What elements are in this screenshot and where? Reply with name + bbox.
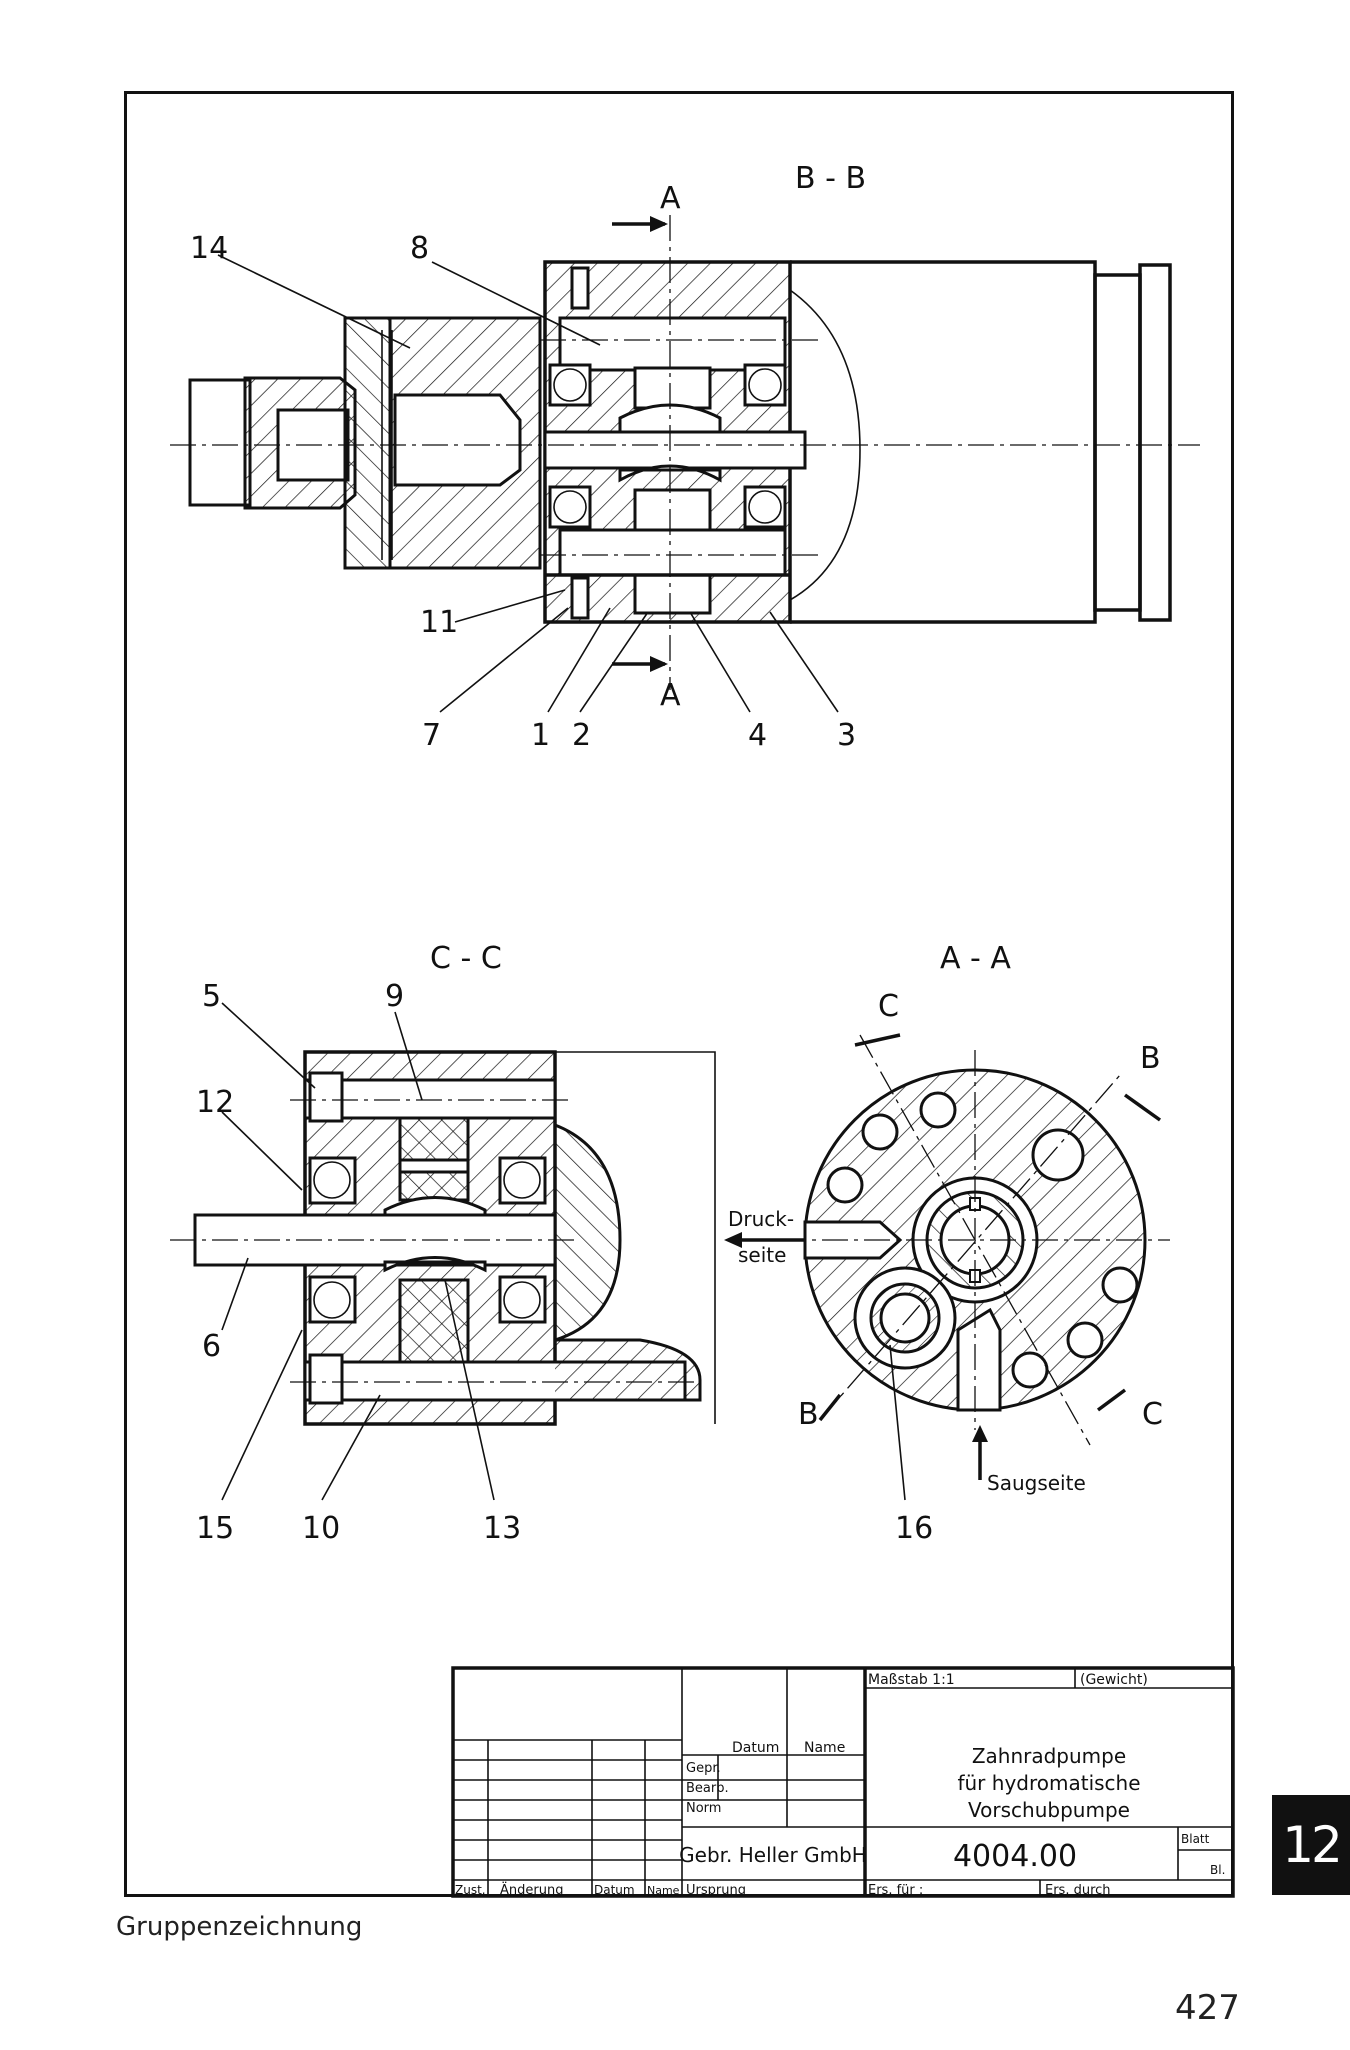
section-c-c: C - C 5 9 12 6 15 10 13 (170, 941, 716, 1546)
cut-letter-c-bottom: C (1142, 1397, 1163, 1432)
part-16: 16 (895, 1511, 933, 1546)
cut-letter-a-bottom: A (660, 678, 681, 713)
section-title-a-a: A - A (940, 941, 1011, 976)
part-15: 15 (196, 1511, 234, 1546)
part-2: 2 (572, 718, 591, 753)
part-5: 5 (202, 979, 221, 1014)
saug-label: Saugseite (987, 1471, 1086, 1495)
main-shaft-section (543, 430, 807, 470)
part-10: 10 (302, 1511, 340, 1546)
part-12: 12 (196, 1085, 234, 1120)
part-8: 8 (410, 231, 429, 266)
cut-letter-a-top: A (660, 181, 681, 216)
tb-ursprung: Ursprung (686, 1883, 746, 1898)
part-7: 7 (422, 718, 441, 753)
motor-housing (790, 260, 1097, 624)
part-14: 14 (190, 231, 228, 266)
upper-shaft-cavity (558, 316, 787, 372)
shaft-end-left (188, 378, 252, 507)
section-title-b-b: B - B (795, 161, 866, 196)
tb-name2: Name (647, 1884, 680, 1897)
section-a-a: Druck- seite Saugseite A - A C B B C 16 (724, 941, 1170, 1546)
tb-gewicht: (Gewicht) (1080, 1672, 1148, 1688)
lower-gear (633, 573, 712, 615)
cut-letter-c-top: C (878, 989, 899, 1024)
lower-shaft-cavity (558, 528, 787, 577)
part-11: 11 (420, 605, 458, 640)
tb-title-3: Vorschubpumpe (968, 1798, 1130, 1822)
druck-label-2: seite (738, 1243, 786, 1267)
page-caption: Gruppenzeichnung (116, 1912, 363, 1942)
part-6: 6 (202, 1329, 221, 1364)
part-9: 9 (385, 979, 404, 1014)
tb-title-1: Zahnradpumpe (972, 1744, 1126, 1768)
chapter-tab: 12 (1272, 1795, 1350, 1895)
tb-blatt: Blatt (1181, 1832, 1210, 1846)
cut-letter-b-left: B (798, 1397, 819, 1432)
upper-bolt-bore (303, 1078, 557, 1120)
part-4: 4 (748, 718, 767, 753)
coupling-disc-left (343, 316, 392, 570)
druck-label-1: Druck- (728, 1207, 794, 1231)
section-b-b: A A B - B 14 8 11 7 1 2 4 3 (170, 161, 1200, 753)
tb-company: Gebr. Heller GmbH (679, 1843, 867, 1867)
tb-ers-durch: Ers. durch (1045, 1883, 1111, 1898)
tb-bl: Bl. (1210, 1863, 1225, 1877)
motor-flange (1093, 273, 1142, 612)
tb-datum2: Datum (594, 1883, 635, 1897)
tb-gepr: Gepr. (686, 1761, 721, 1776)
part-1: 1 (531, 718, 550, 753)
tb-name: Name (804, 1740, 845, 1756)
section-title-c-c: C - C (430, 941, 502, 976)
tb-norm: Norm (686, 1801, 721, 1816)
part-13: 13 (483, 1511, 521, 1546)
upper-gear (633, 366, 712, 410)
tb-zust: Zust. (455, 1883, 486, 1897)
title-block: Maßstab 1:1 (Gewicht) Datum Name Gepr. B… (451, 1666, 1235, 1898)
tb-massstab: Maßstab 1:1 (868, 1672, 955, 1688)
coupling-bolt-seat (393, 393, 522, 487)
tb-drawing-number: 4004.00 (953, 1839, 1077, 1874)
tb-aenderung: Änderung (500, 1882, 563, 1898)
cut-letter-b-right: B (1140, 1041, 1161, 1076)
shaft-c-c (193, 1213, 557, 1267)
tb-bearb: Bearb. (686, 1781, 729, 1796)
tb-datum: Datum (732, 1740, 779, 1756)
tb-ers-fuer: Ers. für : (868, 1883, 923, 1898)
lower-gear-upper (633, 488, 712, 532)
part-3: 3 (837, 718, 856, 753)
page-number: 427 (1175, 1988, 1240, 2028)
tb-title-2: für hydromatische (957, 1771, 1140, 1795)
